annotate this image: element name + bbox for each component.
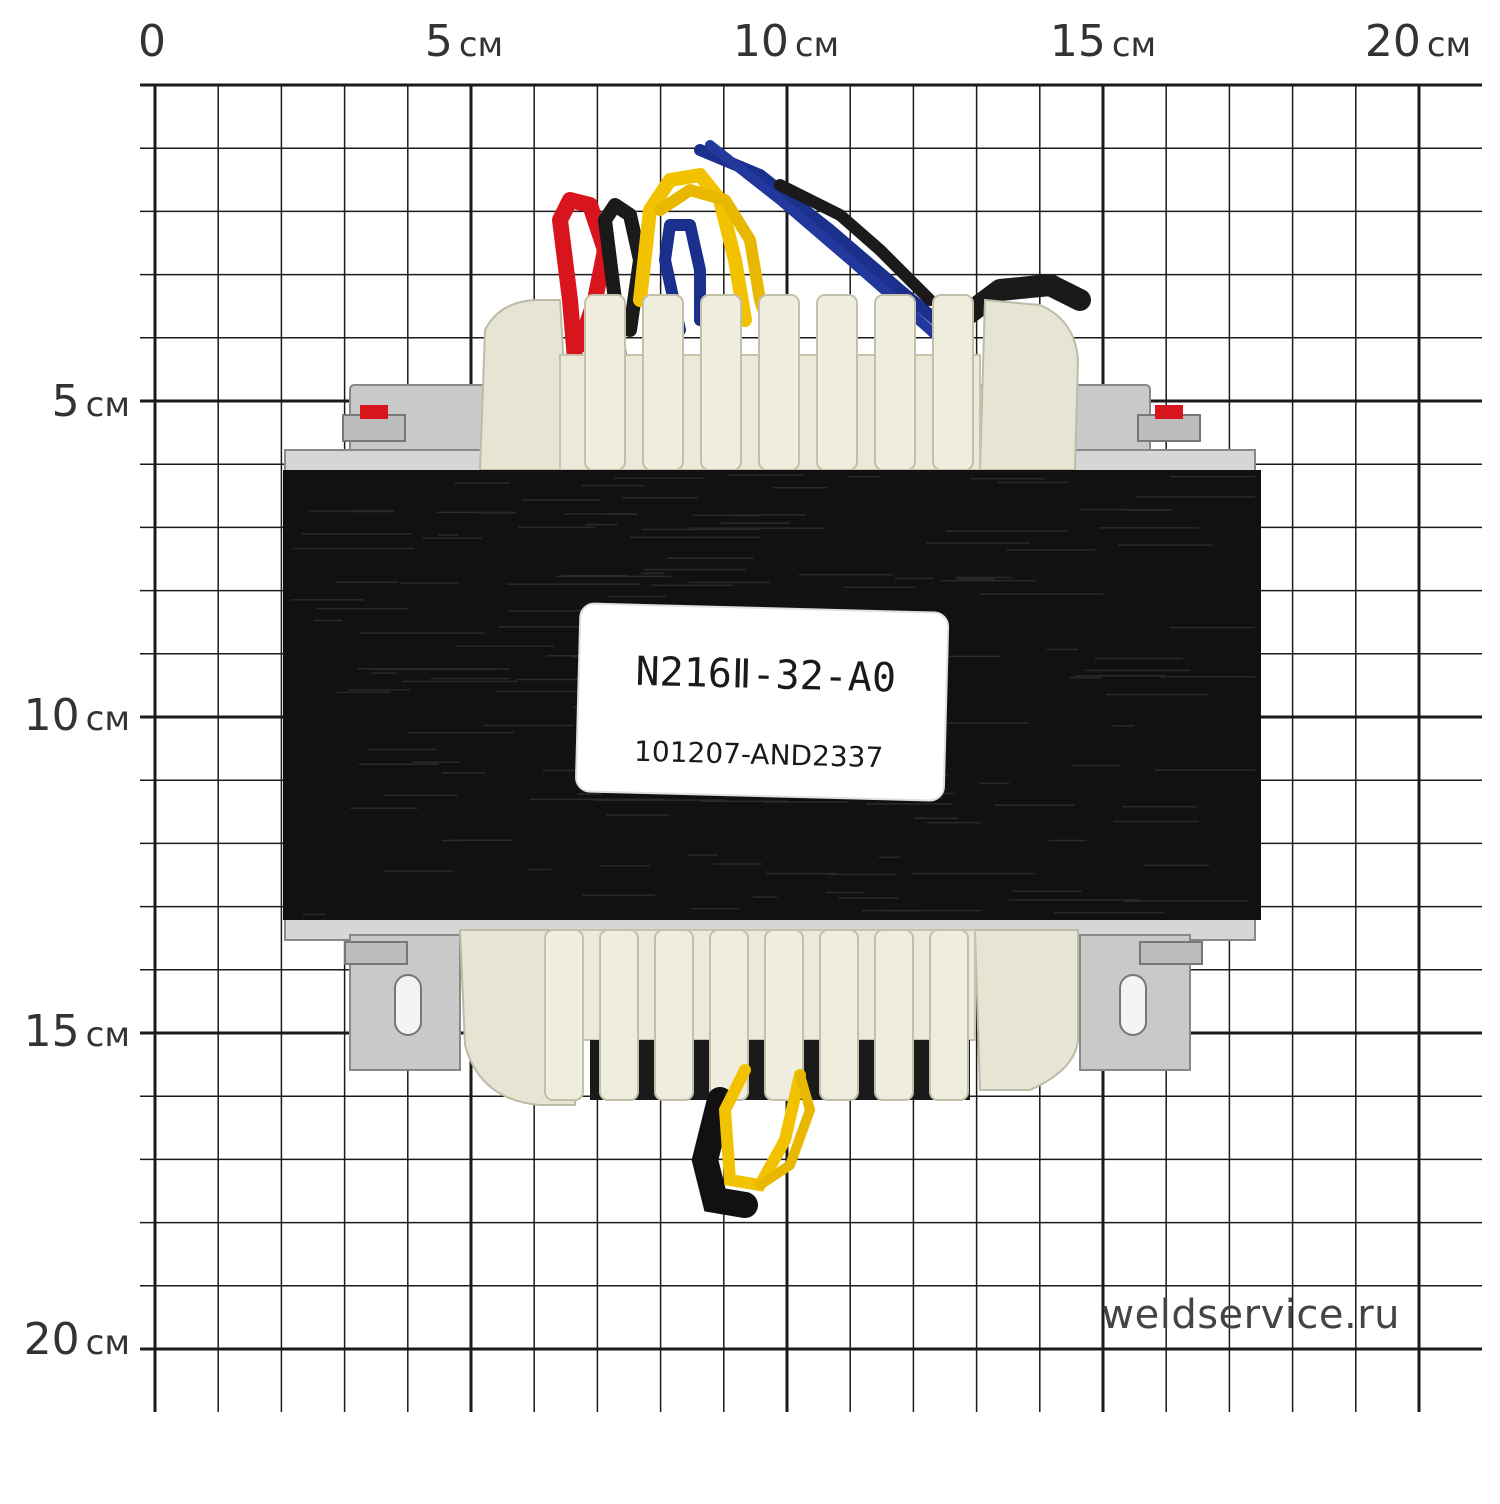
ruler-number: 5 — [424, 16, 453, 67]
label-model: N216Ⅱ-32-A0 — [635, 649, 897, 702]
bobbin-bottom — [458, 929, 1079, 1106]
ruler-unit: см — [85, 699, 130, 739]
label-serial: 101207-AND2337 — [634, 735, 884, 775]
nut-top-right — [1137, 405, 1201, 442]
bobbin-top — [478, 294, 1080, 471]
red-wire — [552, 192, 613, 368]
bobbin-fins-bottom — [544, 929, 969, 1101]
bobbin-fin — [874, 294, 916, 471]
bobbin-fin — [874, 929, 914, 1101]
bobbin-fin — [929, 929, 969, 1101]
ruler-number: 20 — [23, 1314, 80, 1365]
bobbin-fin — [764, 929, 804, 1101]
ruler-unit: см — [458, 25, 504, 65]
ruler-number: 5 — [51, 376, 80, 427]
black-wire-2 — [774, 179, 936, 306]
watermark: weldservice.ru — [1101, 1292, 1400, 1338]
bobbin-fin — [819, 929, 859, 1101]
yellow-wire-bottom-1 — [718, 1064, 806, 1192]
black-wire-bottom — [691, 1087, 758, 1218]
ruler-number: 15 — [23, 1006, 80, 1057]
ruler-unit: см — [794, 25, 840, 65]
bobbin-fin — [758, 294, 800, 471]
bobbin-fin — [932, 294, 974, 471]
nameplate-label: N216Ⅱ-32-A0 101207-AND2337 — [575, 602, 950, 802]
bobbin-fin — [599, 929, 639, 1101]
bobbin-fin — [816, 294, 858, 471]
nut-bottom-right — [1139, 941, 1203, 965]
black-wire-3 — [949, 274, 1091, 331]
ruler-number: 15 — [1049, 16, 1106, 67]
ruler-top-0: 0 — [138, 20, 172, 64]
yellow-wire-bottom-2 — [755, 1070, 816, 1190]
bobbin-fin — [654, 929, 694, 1101]
nut-bottom-left — [344, 941, 408, 965]
yellow-wire-1 — [633, 168, 752, 327]
ruler-unit: см — [1111, 25, 1157, 65]
bottom-wire-bundle — [691, 1064, 816, 1218]
bobbin-fin — [642, 294, 684, 471]
ruler-number: 0 — [138, 16, 166, 67]
ruler-number: 10 — [732, 16, 789, 67]
ruler-number: 20 — [1364, 16, 1421, 67]
bobbin-fins-top — [584, 294, 974, 471]
bobbin-fin — [584, 294, 626, 471]
bobbin-fin — [544, 929, 584, 1101]
blue-wire-1 — [659, 219, 706, 336]
ruler-unit: см — [85, 1323, 130, 1363]
ruler-unit: см — [85, 1015, 130, 1055]
ruler-number: 10 — [23, 690, 80, 741]
nut-top-left — [342, 405, 406, 442]
ruler-unit: см — [1426, 25, 1472, 65]
ruler-unit: см — [85, 385, 130, 425]
bobbin-fin — [700, 294, 742, 471]
